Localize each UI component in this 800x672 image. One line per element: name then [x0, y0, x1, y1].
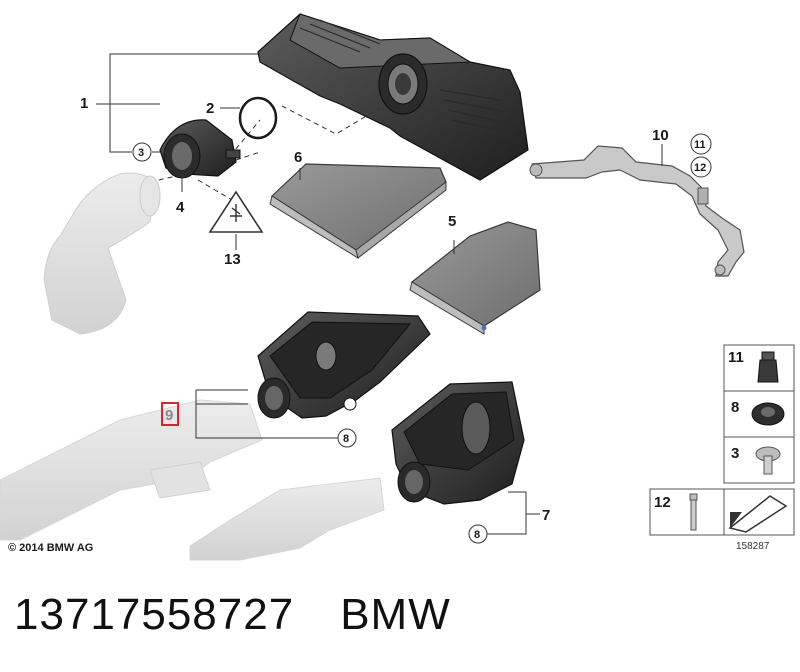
legend-label-11: 11	[728, 349, 744, 366]
copyright-text: © 2014 BMW AG	[8, 542, 94, 554]
bolt-icon	[689, 493, 698, 531]
callout-8a: 8	[343, 433, 349, 445]
callout-11: 11	[694, 139, 706, 151]
intake-pipe-ghost-middle	[0, 399, 263, 541]
callout-3: 3	[138, 147, 144, 159]
callout-3-ring	[132, 142, 152, 162]
brand-name: BMW	[340, 590, 451, 639]
legend-label-3: 3	[731, 445, 739, 462]
small-parts-legend: 11 8 3 12	[649, 344, 795, 536]
screw-icon	[755, 446, 781, 475]
air-mass-meter-part	[159, 119, 241, 179]
legend-label-8: 8	[731, 399, 739, 416]
callout-13: 13	[224, 251, 241, 268]
callout-11-ring	[690, 133, 712, 155]
rubber-mount-icon	[751, 402, 785, 426]
callout-9: 9	[165, 407, 173, 424]
callout-9-highlight	[161, 402, 179, 426]
bracket-part	[529, 145, 745, 277]
callout-8a-ring	[337, 428, 357, 448]
callout-6: 6	[294, 149, 302, 166]
diagram-id: 158287	[736, 541, 770, 552]
footer: 13717558727 BMW	[14, 590, 451, 640]
o-ring-part	[238, 96, 278, 140]
intake-pipe-ghost-upper	[43, 172, 161, 335]
arrow-icon	[728, 495, 788, 533]
callout-10: 10	[652, 127, 669, 144]
callout-4: 4	[176, 199, 185, 216]
callout-12: 12	[694, 162, 706, 174]
leader-lines	[96, 53, 663, 535]
intake-pipe-ghost-lower	[189, 477, 385, 561]
callout-2: 2	[206, 100, 214, 117]
callout-12-ring	[690, 156, 712, 178]
connector-warning-triangle	[208, 190, 264, 233]
grommet-icon	[757, 351, 779, 383]
part-number: 13717558727	[14, 590, 295, 639]
callout-5: 5	[448, 213, 456, 230]
filter-element-5-part	[409, 221, 541, 335]
callout-1: 1	[80, 95, 88, 112]
callout-8b-ring	[468, 524, 488, 544]
lower-housing-upper-part	[257, 311, 431, 419]
callout-8b: 8	[474, 529, 480, 541]
legend-label-12: 12	[654, 494, 671, 511]
filter-element-6-part	[269, 163, 447, 260]
lower-housing-lower-part	[391, 381, 525, 505]
callout-7: 7	[542, 507, 550, 524]
housing-cover-part	[257, 13, 529, 181]
